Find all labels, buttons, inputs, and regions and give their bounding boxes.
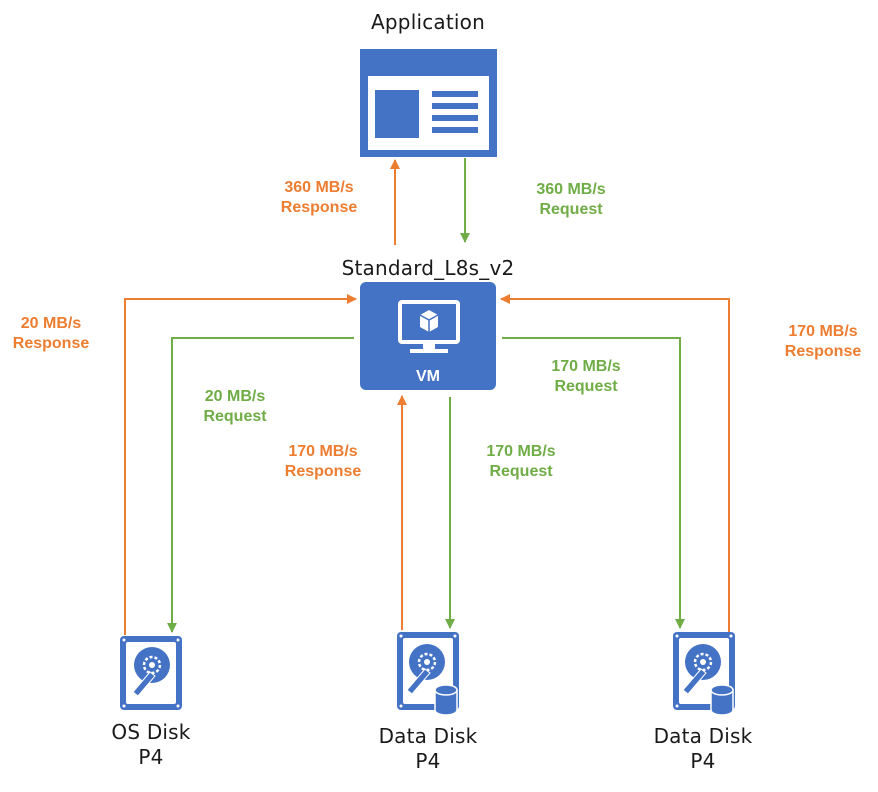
app-response-rate: 360 MB/s bbox=[284, 179, 354, 196]
os-disk-tier: P4 bbox=[138, 745, 164, 769]
data-disk-1-response-label: 170 MB/s Response bbox=[268, 442, 378, 482]
app-request-rate: 360 MB/s bbox=[536, 181, 606, 198]
application-window-icon bbox=[360, 49, 497, 157]
os-disk-response-rate: 20 MB/s bbox=[20, 315, 82, 332]
data-disk-1-response-kind: Response bbox=[284, 463, 362, 480]
vm-node bbox=[360, 282, 496, 390]
data-disk-icon bbox=[673, 632, 735, 716]
data-disk-2-response-label: 170 MB/s Response bbox=[768, 322, 878, 362]
app-response-label: 360 MB/s Response bbox=[264, 178, 374, 218]
data-disk-1-caption: Data Disk P4 bbox=[358, 724, 498, 774]
app-response-kind: Response bbox=[280, 199, 358, 216]
os-disk-response-arrow bbox=[124, 294, 357, 635]
os-disk-response-label: 20 MB/s Response bbox=[0, 314, 102, 354]
data-disk-icon bbox=[397, 632, 459, 716]
data-disk-2-response-kind: Response bbox=[784, 343, 862, 360]
data-disk-2-response-arrow bbox=[500, 294, 730, 632]
data-disk-2-request-arrow bbox=[502, 337, 685, 629]
data-disk-1-name: Data Disk bbox=[378, 724, 478, 748]
data-disk-1-request-rate: 170 MB/s bbox=[486, 443, 556, 460]
virtual-machine-monitor-icon bbox=[398, 300, 460, 353]
data-disk-2-tier: P4 bbox=[690, 749, 716, 773]
data-disk-2-name: Data Disk bbox=[653, 724, 753, 748]
os-disk-request-arrow bbox=[167, 337, 354, 633]
os-disk-request-rate: 20 MB/s bbox=[204, 388, 266, 405]
app-request-kind: Request bbox=[539, 201, 603, 218]
data-disk-1-response-rate: 170 MB/s bbox=[288, 443, 358, 460]
os-disk-response-kind: Response bbox=[12, 335, 90, 352]
os-disk-icon bbox=[120, 636, 182, 710]
data-disk-2-response-rate: 170 MB/s bbox=[788, 323, 858, 340]
data-disk-2-request-label: 170 MB/s Request bbox=[531, 357, 641, 397]
os-disk-request-label: 20 MB/s Request bbox=[180, 387, 290, 427]
data-disk-1-request-label: 170 MB/s Request bbox=[466, 442, 576, 482]
application-title: Application bbox=[371, 10, 485, 34]
data-disk-2-request-kind: Request bbox=[554, 378, 618, 395]
data-disk-1-request-kind: Request bbox=[489, 463, 553, 480]
os-disk-request-kind: Request bbox=[203, 408, 267, 425]
vm-label: VM bbox=[416, 368, 440, 385]
os-disk-caption: OS Disk P4 bbox=[91, 720, 211, 770]
vm-size-title: Standard_L8s_v2 bbox=[341, 256, 515, 280]
app-request-label: 360 MB/s Request bbox=[516, 180, 626, 220]
data-disk-1-tier: P4 bbox=[415, 749, 441, 773]
os-disk-name: OS Disk bbox=[111, 720, 191, 744]
data-disk-2-request-rate: 170 MB/s bbox=[551, 358, 621, 375]
data-disk-2-caption: Data Disk P4 bbox=[633, 724, 773, 774]
